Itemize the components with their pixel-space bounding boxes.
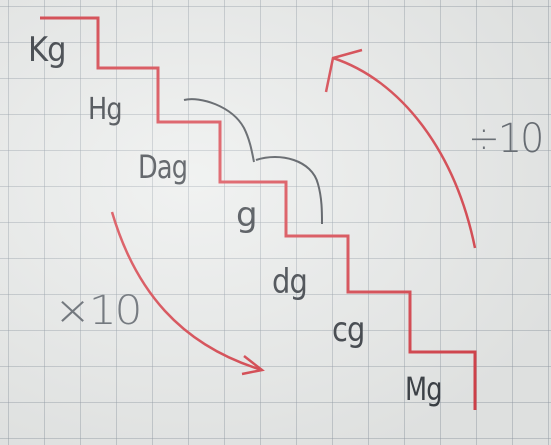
unit-kilogram: Kg [28,30,67,70]
unit-milligram: Mg [405,370,443,408]
staircase-line [40,16,477,410]
unit-decagram: Dag [138,148,188,186]
unit-hectogram: Hg [88,92,123,127]
divide-arrow [332,56,477,249]
pencil-hook-lower [255,156,323,225]
unit-decigram: dg [272,262,308,302]
unit-gram: g [236,195,258,235]
unit-centigram: cg [332,310,365,350]
pencil-hook-upper [183,98,255,163]
multiply-label: ×10 [54,288,142,334]
multiply-arrowhead [241,355,265,376]
multiply-arrow [110,211,263,372]
divide-arrowhead [324,48,363,93]
divide-label: ÷10 [467,116,544,162]
